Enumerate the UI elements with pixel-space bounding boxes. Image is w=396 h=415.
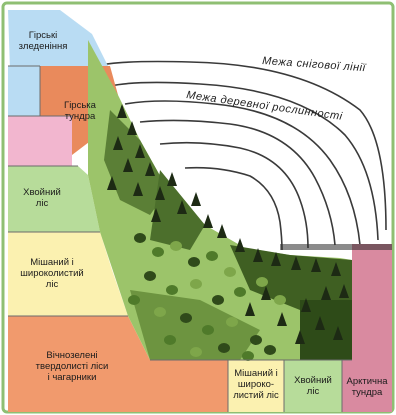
glaciers-band-left bbox=[8, 66, 40, 116]
tree-line-label: Межа деревної рослинності bbox=[186, 89, 344, 123]
pink-band bbox=[8, 116, 72, 168]
broadleaf-tree bbox=[180, 313, 192, 323]
broadleaf-tree bbox=[274, 295, 286, 305]
broadleaf-tree bbox=[152, 247, 164, 257]
arctic-tundra-label: Арктична тундра bbox=[343, 376, 391, 398]
conifer-tree bbox=[191, 192, 201, 206]
broadleaf-tree bbox=[218, 343, 230, 353]
conifer-tree bbox=[217, 224, 227, 238]
broadleaf-tree bbox=[264, 345, 276, 355]
snow-line-label: Межа снігової лінії bbox=[262, 55, 367, 74]
evergreen-label: Вічнозелені твердолисті ліси і чагарники bbox=[14, 350, 130, 383]
broadleaf-tree bbox=[202, 325, 214, 335]
broadleaf-tree bbox=[134, 233, 146, 243]
broadleaf-tree bbox=[226, 317, 238, 327]
broadleaf-tree bbox=[256, 277, 268, 287]
broadleaf-tree bbox=[206, 251, 218, 261]
broadleaf-tree bbox=[188, 257, 200, 267]
broadleaf-tree bbox=[234, 287, 246, 297]
broadleaf-tree bbox=[212, 295, 224, 305]
forest-slope bbox=[88, 40, 352, 360]
broadleaf-tree bbox=[224, 267, 236, 277]
broadleaf-tree bbox=[128, 295, 140, 305]
conifer-tree bbox=[203, 214, 213, 228]
conifer-tree bbox=[167, 172, 177, 186]
broadleaf-tree bbox=[144, 271, 156, 281]
coniferous-bottom-label: Хвойний ліс bbox=[285, 375, 341, 397]
curve-labels: Межа снігової лінії Межа деревної рослин… bbox=[186, 55, 367, 123]
broadleaf-tree bbox=[164, 335, 176, 345]
plain bbox=[280, 244, 392, 250]
broadleaf-tree bbox=[190, 279, 202, 289]
mountain-tundra-label: Гірська тундра bbox=[52, 100, 108, 122]
broadleaf-tree bbox=[166, 285, 178, 295]
mixed-broadleaf-label: Мішаний і широколистий ліс bbox=[12, 257, 92, 290]
glaciers-label: Гірські зледеніння bbox=[14, 30, 72, 52]
coniferous-label: Хвойний ліс bbox=[12, 187, 72, 209]
broadleaf-tree bbox=[154, 307, 166, 317]
broadleaf-tree bbox=[170, 241, 182, 251]
broadleaf-tree bbox=[250, 335, 262, 345]
mixed-bottom-label: Мішаний і широко- листий ліс bbox=[229, 368, 283, 401]
broadleaf-tree bbox=[190, 347, 202, 357]
